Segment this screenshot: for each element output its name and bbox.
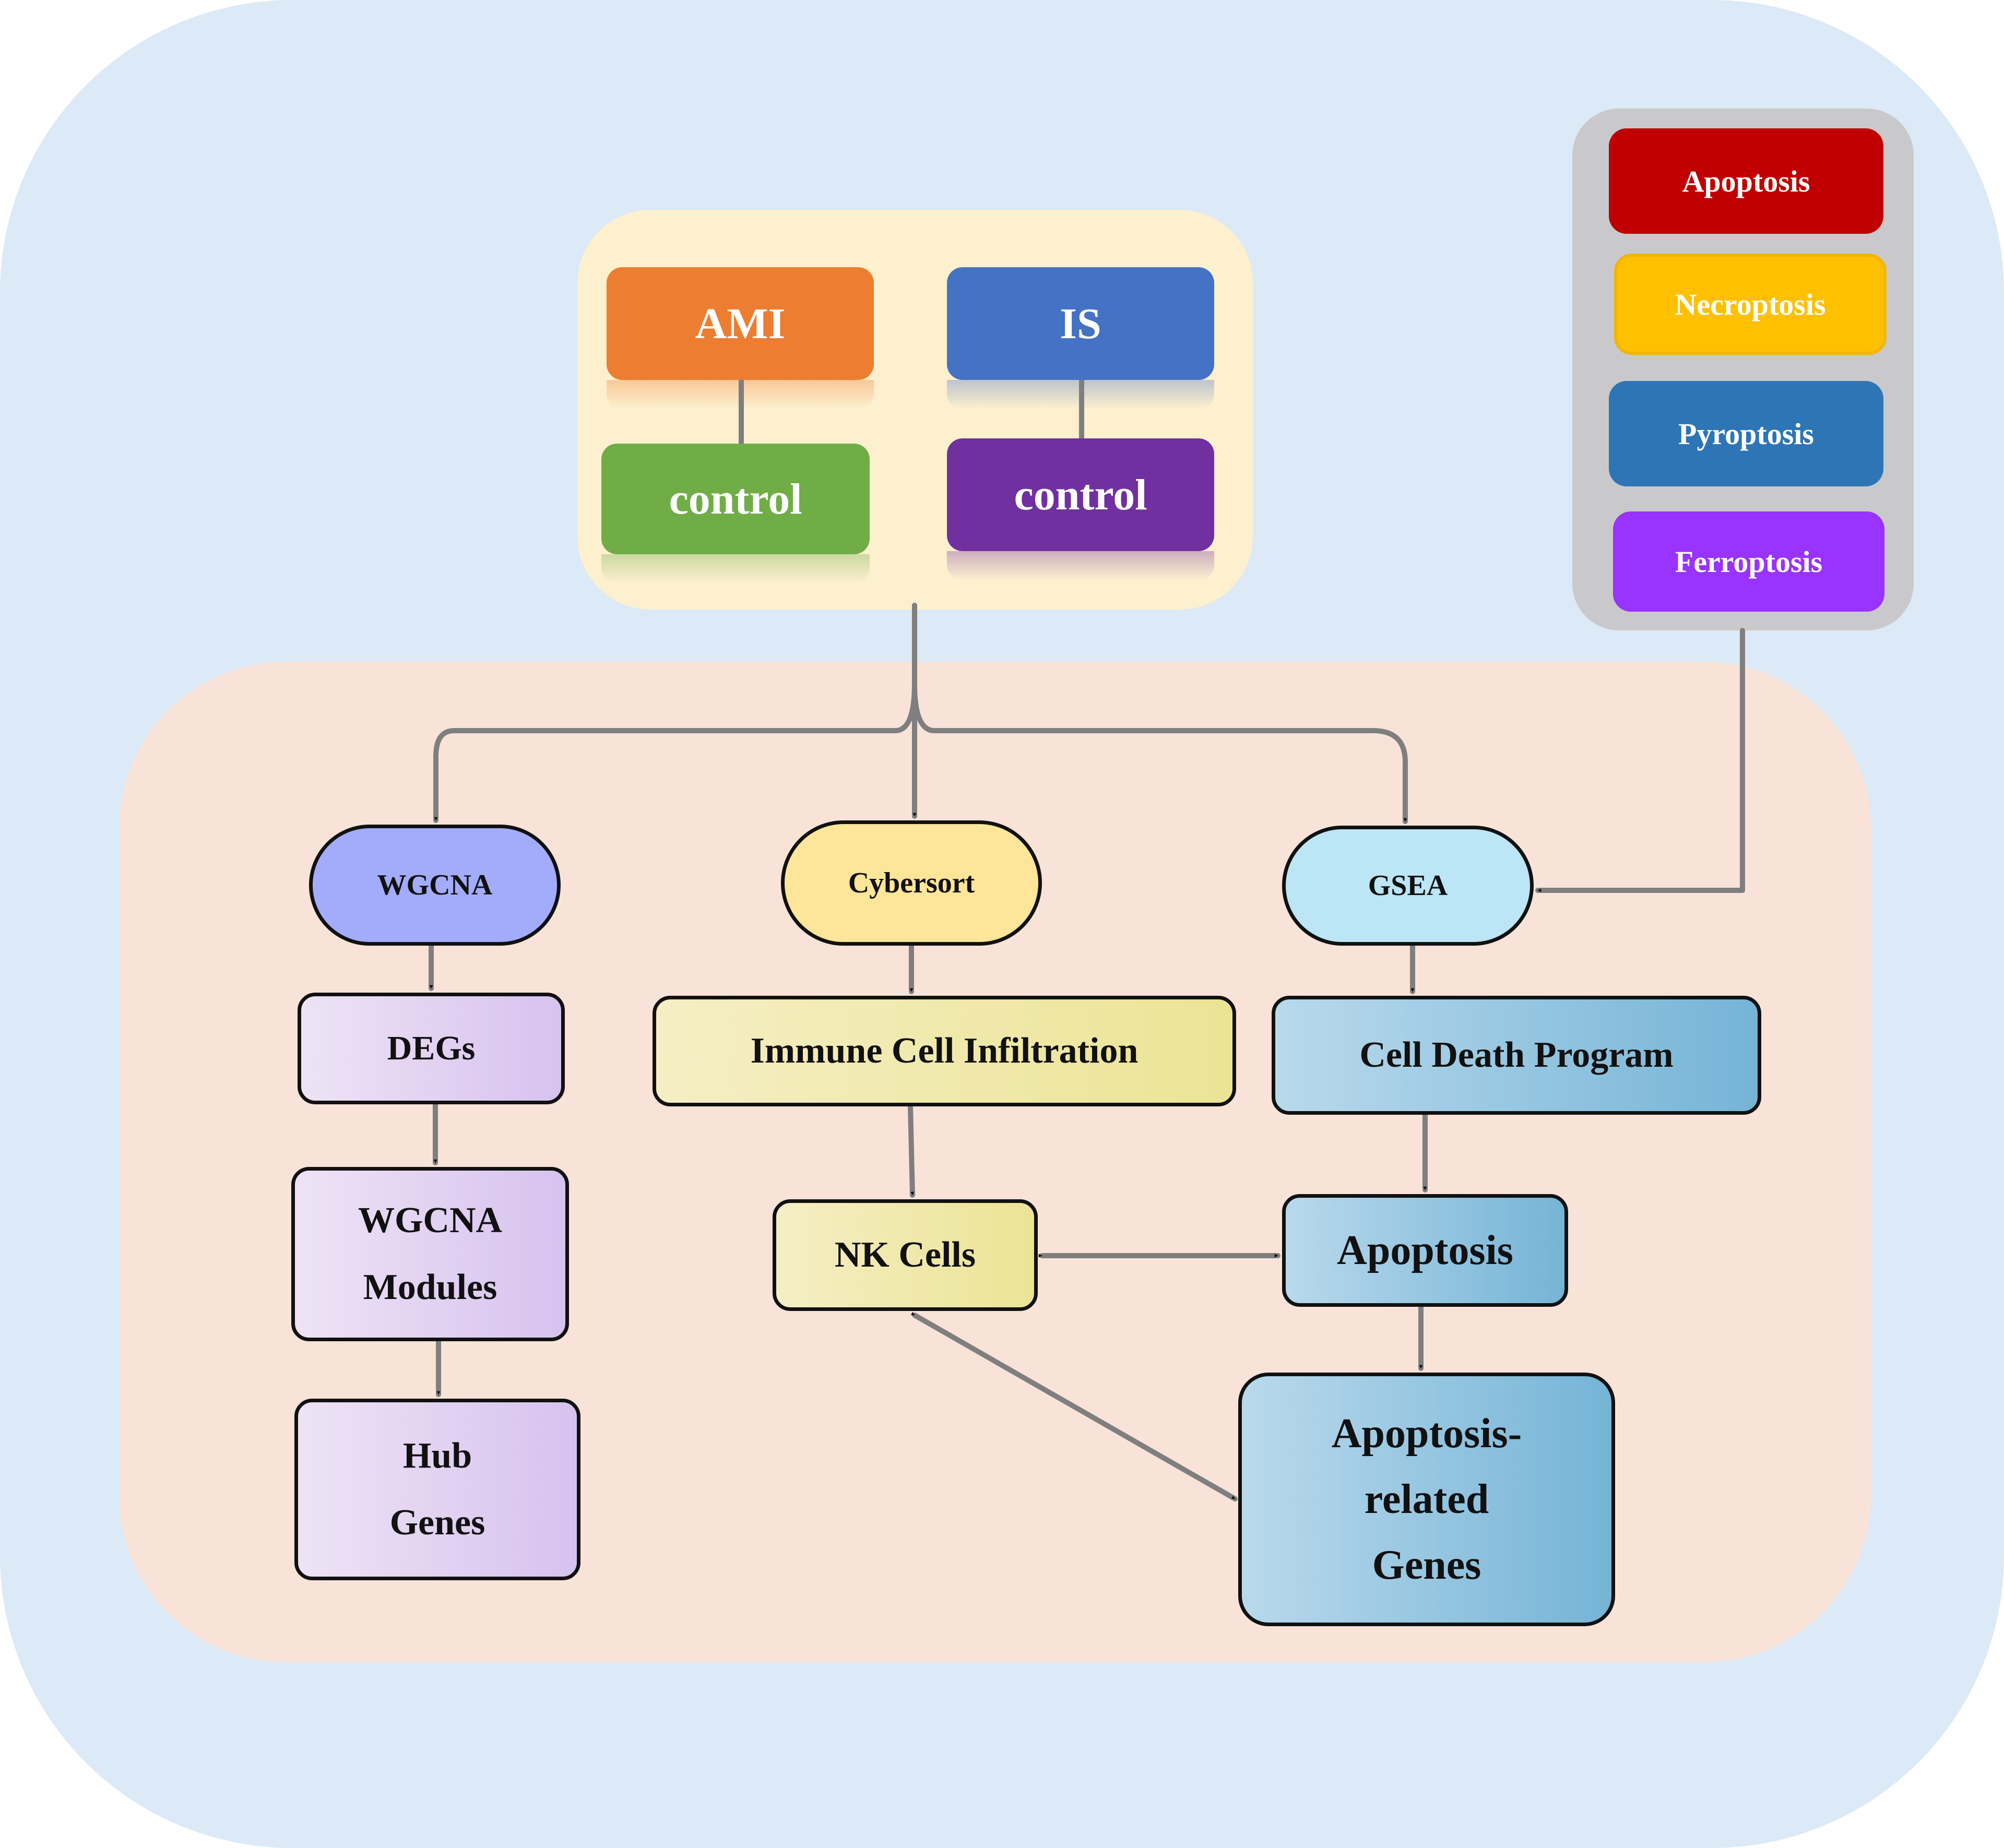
degs-label: DEGs xyxy=(387,1029,476,1067)
ami-label: AMI xyxy=(695,299,786,348)
cybersort-node: Cybersort xyxy=(781,820,1042,946)
apoptosis-box: Apoptosis xyxy=(1282,1194,1568,1307)
gsea-node: GSEA xyxy=(1282,826,1534,946)
nk-cells-label: NK Cells xyxy=(834,1235,976,1275)
is-label: IS xyxy=(1060,299,1101,348)
ami-tile: AMI xyxy=(607,267,874,380)
nkcells-genes-double-arrow xyxy=(910,1312,1238,1501)
wgcna-label: WGCNA xyxy=(377,869,493,901)
is-control-tile-reflection xyxy=(947,551,1214,580)
infiltration-to-nkcells-arrow xyxy=(908,1104,915,1198)
apoptosis-related-genes-label: Apoptosis-related Genes xyxy=(1331,1411,1522,1588)
split-to-gsea-arrow xyxy=(912,603,1408,824)
is-control-label: control xyxy=(1014,470,1147,519)
ami-control-label: control xyxy=(669,474,802,523)
hub-genes-label: Hub Genes xyxy=(389,1436,485,1543)
ami-control-tile-reflection xyxy=(601,554,870,583)
legend-ferroptosis-pill: Ferroptosis xyxy=(1613,511,1884,612)
wgcna-modules-label: WGCNA Modules xyxy=(358,1200,503,1307)
legend-necroptosis-label: Necroptosis xyxy=(1675,287,1826,321)
nk-cells-box: NK Cells xyxy=(773,1199,1038,1311)
gsea-label: GSEA xyxy=(1368,869,1448,902)
apoptosis-label: Apoptosis xyxy=(1337,1227,1513,1273)
legend-to-gsea-arrow xyxy=(1535,628,1745,893)
ami-control-tile: control xyxy=(601,444,870,554)
hub-genes-box: Hub Genes xyxy=(294,1399,580,1580)
immune-cell-infiltration-label: Immune Cell Infiltration xyxy=(750,1031,1139,1071)
is-control-tile: control xyxy=(947,438,1214,551)
split-to-wgcna-arrow xyxy=(433,603,917,823)
cell-death-program-label: Cell Death Program xyxy=(1359,1035,1674,1075)
legend-necroptosis-pill: Necroptosis xyxy=(1614,254,1887,355)
legend-pyroptosis-pill: Pyroptosis xyxy=(1609,381,1883,486)
degs-box: DEGs xyxy=(298,993,565,1104)
immune-cell-infiltration-box: Immune Cell Infiltration xyxy=(653,996,1236,1106)
wgcna-modules-box: WGCNA Modules xyxy=(291,1167,569,1341)
is-tile: IS xyxy=(947,267,1214,380)
legend-pyroptosis-label: Pyroptosis xyxy=(1678,416,1814,451)
wgcna-node: WGCNA xyxy=(309,825,561,946)
legend-ferroptosis-label: Ferroptosis xyxy=(1675,544,1823,579)
legend-apoptosis-label: Apoptosis xyxy=(1682,164,1810,198)
apoptosis-related-genes-box: Apoptosis-related Genes xyxy=(1238,1373,1615,1626)
cybersort-label: Cybersort xyxy=(848,867,975,899)
cell-death-program-box: Cell Death Program xyxy=(1272,996,1761,1115)
legend-apoptosis-pill: Apoptosis xyxy=(1609,128,1883,234)
